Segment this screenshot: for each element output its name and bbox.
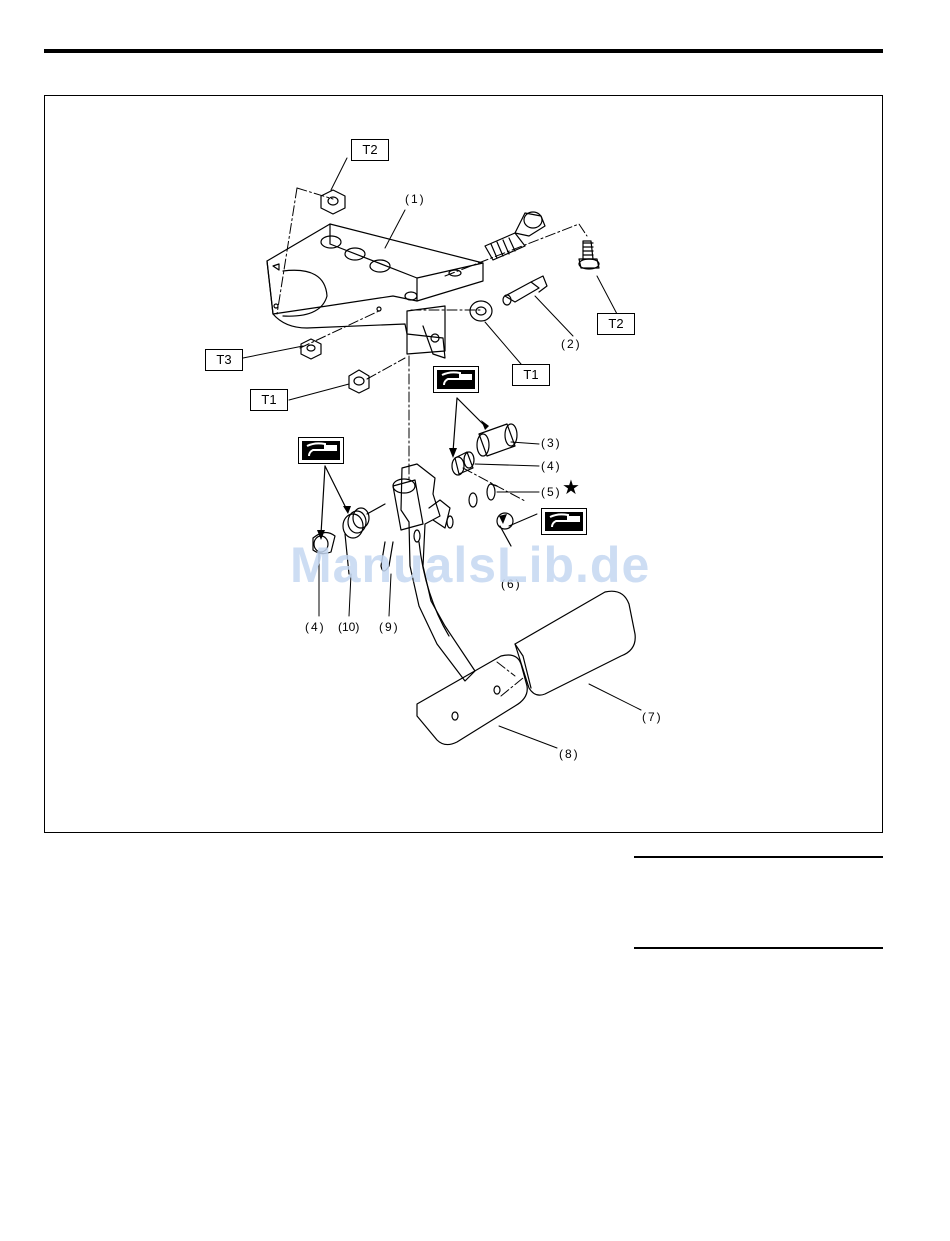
pedal-pad-7-shape: [515, 591, 635, 695]
pedal-assembly-drawing: [45, 96, 882, 832]
nut-t1-shape: [349, 370, 369, 393]
torque-label-t2-top: T2: [351, 139, 389, 161]
pipe-shape: [393, 479, 423, 530]
clip-5-shape: [487, 484, 497, 500]
part-label-5: (5): [541, 485, 562, 499]
side-rule-top: [634, 856, 883, 858]
part-label-8: (8): [559, 747, 580, 761]
grease-icon-right: [541, 508, 587, 535]
long-bolt-shape: [485, 212, 545, 260]
exploded-diagram-frame: T2 T2 T3 T1 T1 (1) (2) (3) (4) (5) ★ (6)…: [44, 95, 883, 833]
grease-icon-top: [433, 366, 479, 393]
part-label-9: (9): [379, 620, 400, 634]
washer-right-shape: [470, 301, 492, 321]
header-rule: [44, 49, 883, 53]
part-label-4-right: (4): [541, 459, 562, 473]
part-label-1: (1): [405, 192, 426, 206]
part-label-3: (3): [541, 436, 562, 450]
grease-icon-left: [298, 437, 344, 464]
pin-3-shape: [477, 424, 517, 456]
torque-label-t3: T3: [205, 349, 243, 371]
nut-t3-shape: [301, 339, 321, 359]
torque-label-t2-right: T2: [597, 313, 635, 335]
part-label-2: (2): [561, 337, 582, 351]
pedal-bracket-shape: [267, 224, 483, 358]
part-label-4-left: (4): [305, 620, 326, 634]
pedal-plate-8-shape: [417, 655, 527, 745]
side-rule-bottom: [634, 947, 883, 949]
watermark-text: ManualsLib.de: [290, 536, 650, 594]
torque-label-t1-left: T1: [250, 389, 288, 411]
star-icon: ★: [562, 478, 580, 498]
part-label-7: (7): [642, 710, 663, 724]
top-nut-shape: [321, 190, 345, 214]
part-label-10: (10): [338, 620, 359, 634]
stopper-shape: [503, 276, 547, 305]
torque-label-t1-right: T1: [512, 364, 550, 386]
right-bolt-shape: [579, 241, 599, 269]
